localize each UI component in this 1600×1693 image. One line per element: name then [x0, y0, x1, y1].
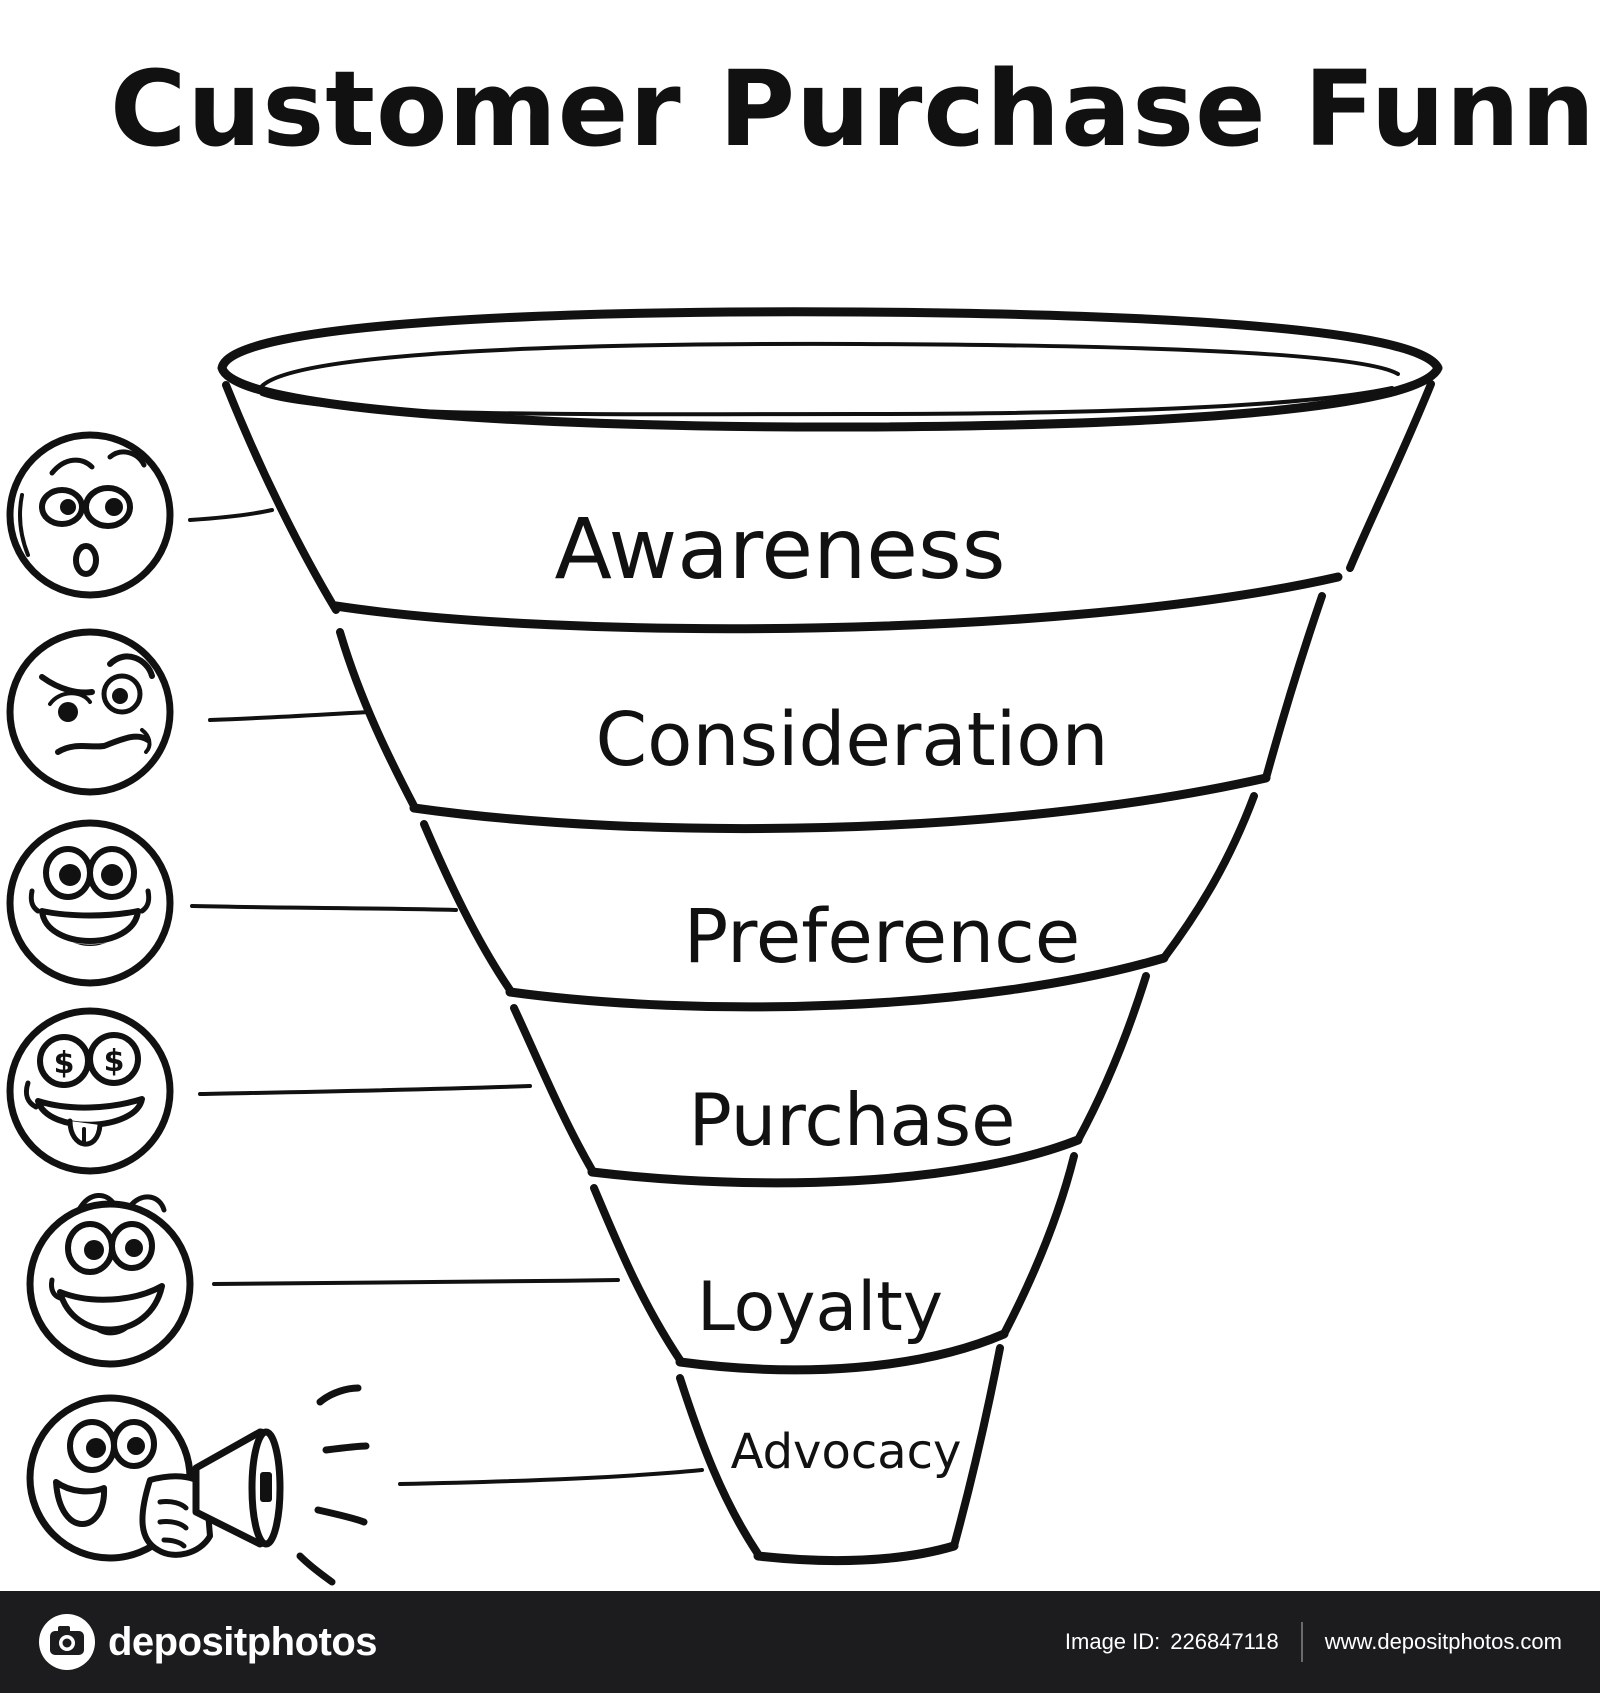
stage-label-preference: Preference — [684, 894, 1081, 980]
megaphone-face-icon — [26, 1384, 370, 1586]
funnel-side-line — [590, 1184, 684, 1364]
stage-label-purchase: Purchase — [689, 1078, 1016, 1162]
funnel-side-line — [1262, 592, 1326, 782]
stage-labels: AwarenessConsiderationPreferencePurchase… — [554, 500, 1108, 1480]
svg-text:$: $ — [104, 1044, 125, 1079]
funnel-segment-loyalty — [590, 1152, 1078, 1375]
funnel-segment-preference — [420, 792, 1258, 1012]
connector-line-purchase — [198, 1084, 532, 1096]
funnel-band-line — [587, 1135, 1083, 1188]
funnel-segment-advocacy — [676, 1344, 1004, 1566]
brand-name: depositphotos — [108, 1619, 378, 1664]
funnel-side-line — [1160, 792, 1258, 962]
funnel-side-line — [336, 628, 418, 810]
funnel-side-line — [1000, 1152, 1078, 1338]
funnel-band-line — [409, 773, 1271, 834]
image-id: 226847118 — [1170, 1629, 1279, 1654]
smiling-face-icon — [26, 1193, 194, 1368]
page-title: Customer Purchase Funnel — [110, 48, 1600, 170]
funnel-segment-purchase — [510, 972, 1150, 1188]
funnel-side-line — [510, 1004, 596, 1174]
funnel-segment-awareness — [331, 572, 1343, 634]
svg-text:$: $ — [54, 1046, 75, 1081]
funnel-side-line — [1074, 972, 1150, 1144]
image-id-label: Image ID: — [1064, 1629, 1161, 1654]
brand-logo: depositphotos — [38, 1611, 378, 1673]
funnel-band-line — [331, 572, 1343, 634]
funnel-side-line — [420, 820, 514, 994]
connector-line-advocacy — [398, 1468, 704, 1486]
funnel-segment-consideration — [336, 592, 1326, 834]
footer-divider — [1300, 1622, 1303, 1662]
stage-label-loyalty: Loyalty — [697, 1268, 943, 1347]
funnel-side-line — [950, 1344, 1004, 1550]
funnel-side-line — [676, 1374, 762, 1558]
funnel-outline — [222, 380, 1435, 614]
funnel-diagram: Customer Purchase Funnel AwarenessConsid… — [6, 48, 1600, 1586]
funnel-band-line — [505, 953, 1169, 1012]
skeptical-face-icon — [6, 628, 174, 796]
surprised-face-icon — [6, 431, 174, 599]
stage-label-advocacy: Advocacy — [731, 1424, 962, 1480]
funnel-band-line — [675, 1329, 1009, 1375]
watermark-footer: depositphotos Image ID: 226847118 www.de… — [0, 1591, 1600, 1693]
connector-lines — [188, 508, 704, 1486]
footer-meta: Image ID: 226847118 www.depositphotos.co… — [1065, 1591, 1562, 1693]
emoji-faces: $ $ — [6, 431, 370, 1586]
website-link[interactable]: www.depositphotos.com — [1324, 1629, 1562, 1654]
connector-line-preference — [190, 904, 458, 912]
connector-line-awareness — [188, 508, 274, 522]
stage-label-consideration: Consideration — [596, 697, 1109, 783]
stage-label-awareness: Awareness — [554, 500, 1005, 598]
connector-line-consideration — [208, 710, 372, 722]
happy-face-icon — [6, 819, 174, 987]
funnel-bands — [331, 572, 1343, 1566]
money-eyes-face-icon: $ $ — [6, 1007, 174, 1175]
funnel-band-line — [753, 1541, 959, 1566]
connector-line-loyalty — [212, 1278, 620, 1286]
funnel-rim — [217, 307, 1443, 432]
camera-logo-icon — [39, 1614, 95, 1670]
